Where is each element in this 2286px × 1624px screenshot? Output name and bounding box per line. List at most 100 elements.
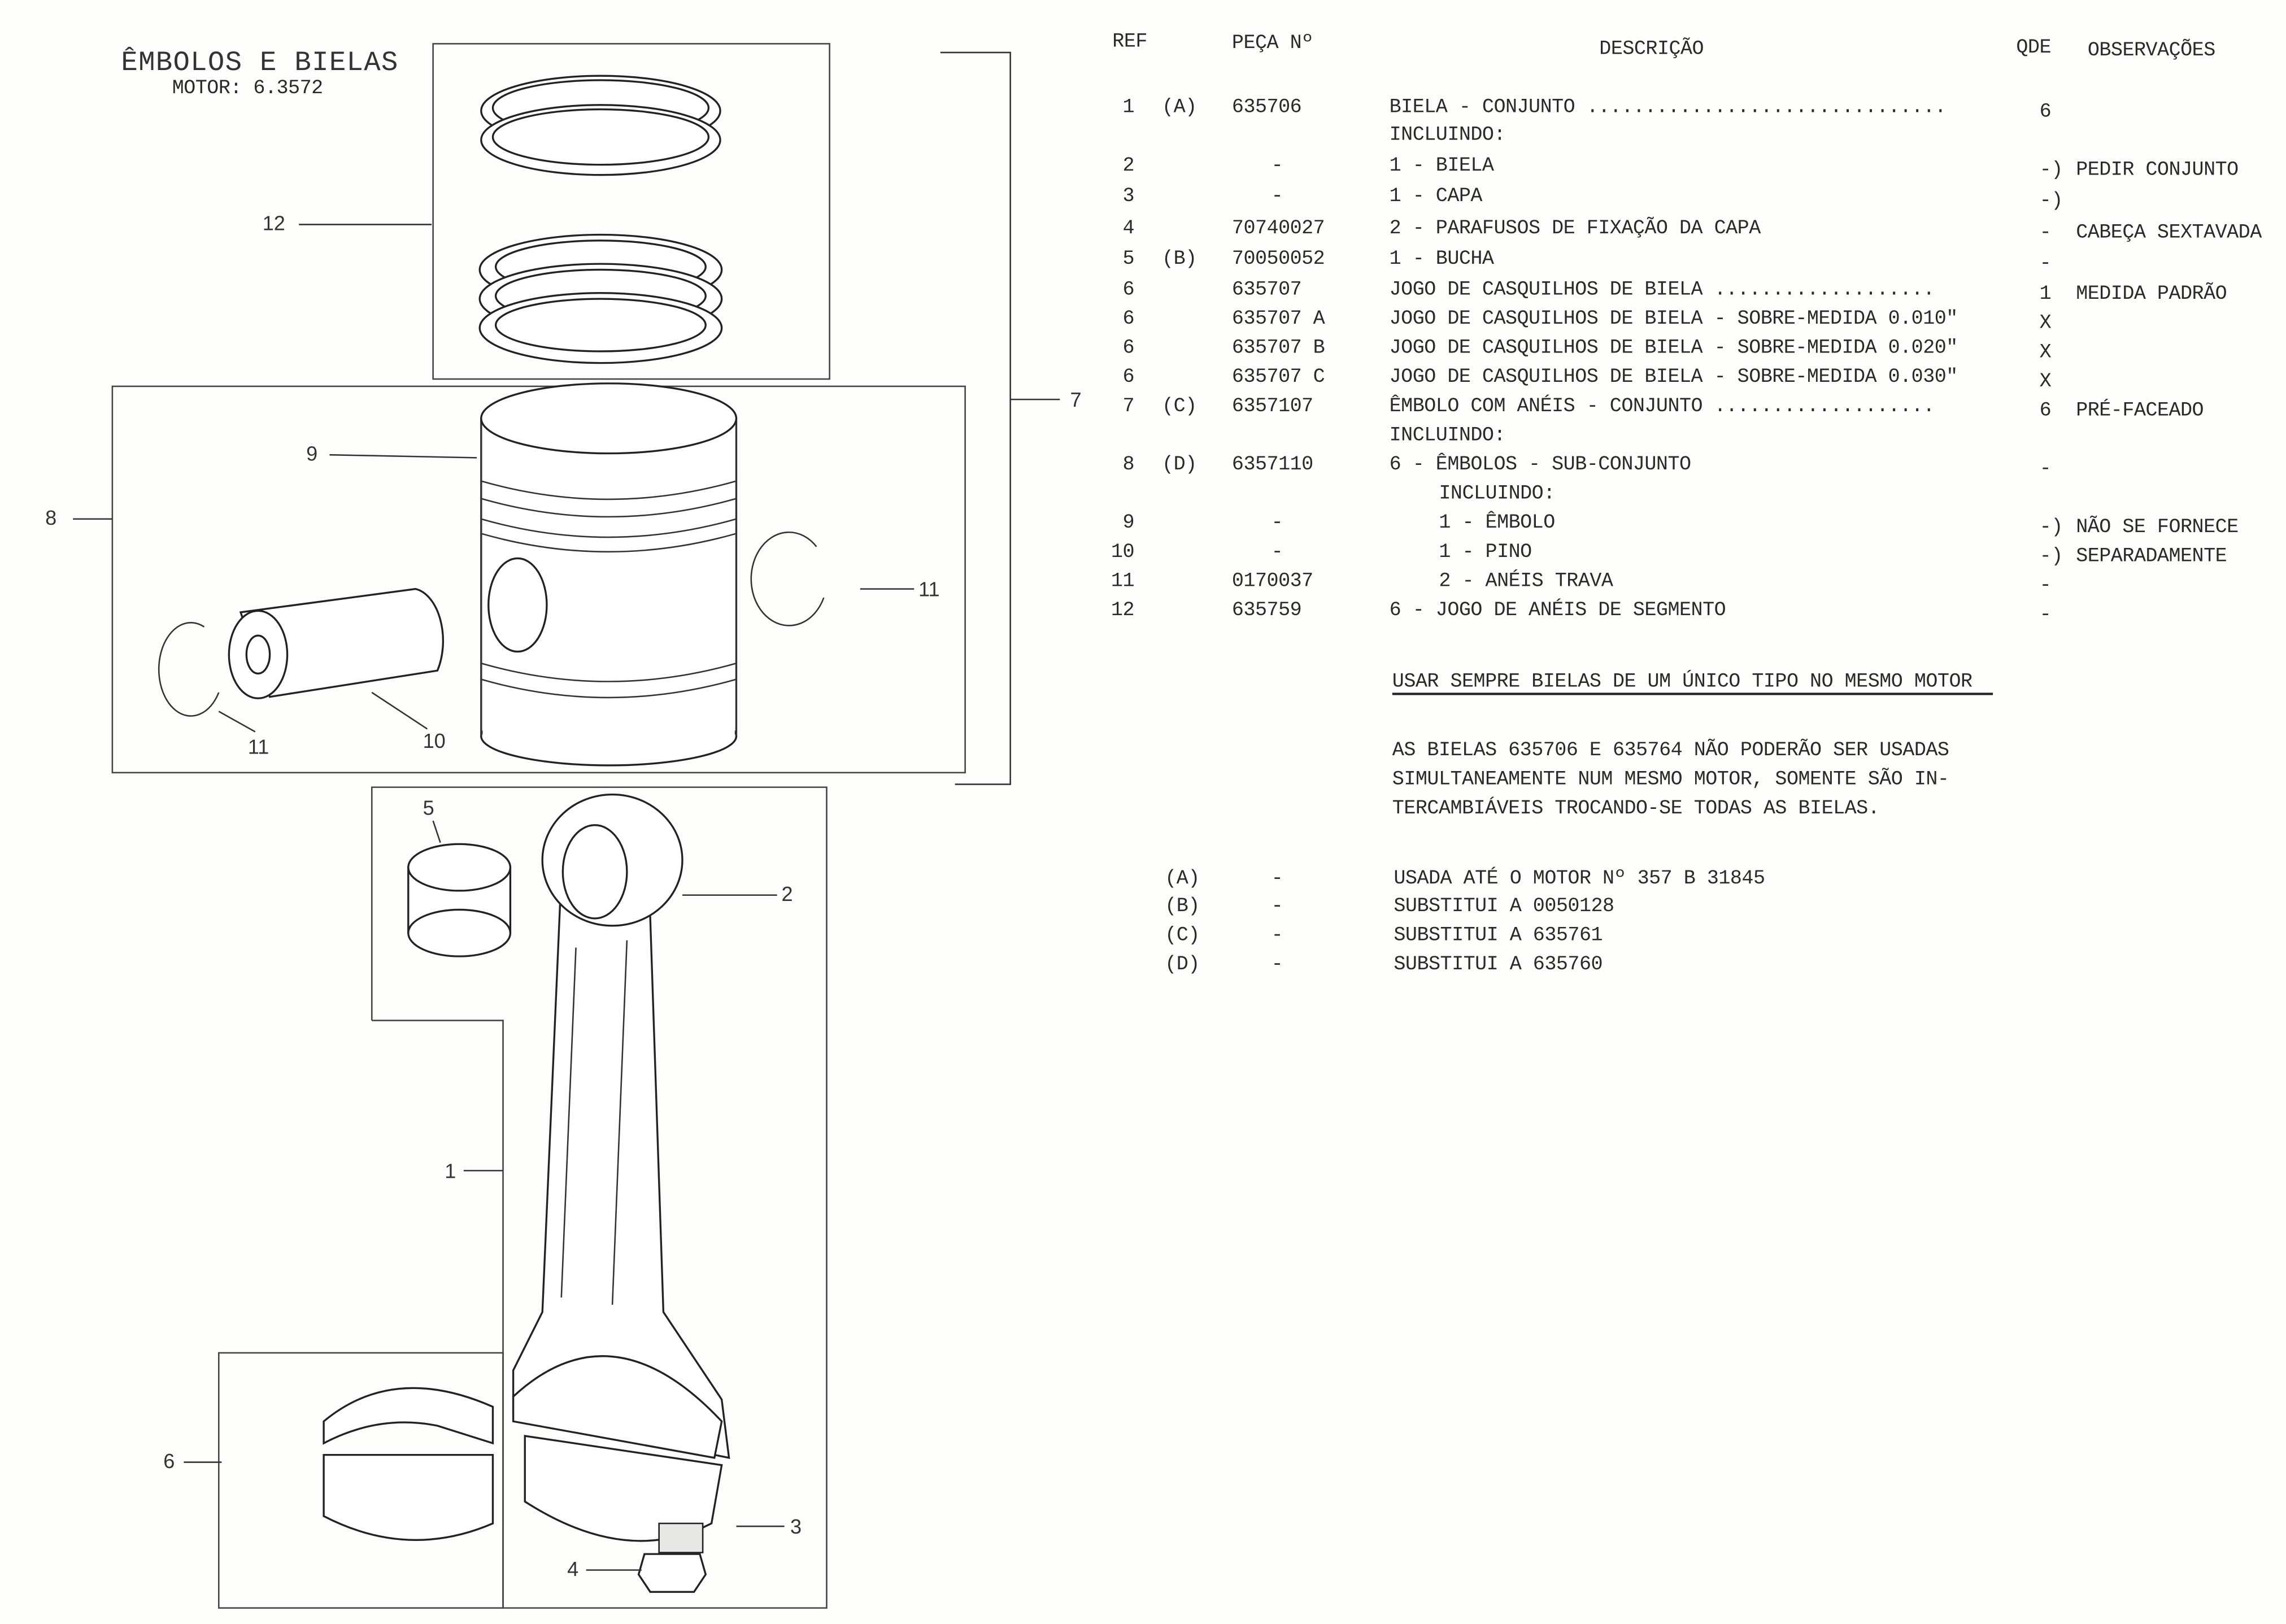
row-quantity: X <box>2040 341 2052 363</box>
bush-drawing <box>407 843 512 957</box>
row-part-number: - <box>1272 541 1283 563</box>
assembly-bracket <box>940 51 1011 785</box>
footnote-dash: - <box>1272 867 1283 890</box>
footnote-key: (D) <box>1165 953 1200 976</box>
row-quantity: -) <box>2040 159 2063 181</box>
table-row: INCLUINDO: <box>1390 124 1506 146</box>
row-description: 1 - BUCHA <box>1390 247 1495 270</box>
note-line-3: TERCAMBIÁVEIS TROCANDO-SE TODAS AS BIELA… <box>1392 796 1879 820</box>
row-part-number: 635706 <box>1232 96 1301 119</box>
table-row: 6 635707 A JOGO DE CASQUILHOS DE BIELA - S… <box>1122 307 2052 334</box>
footnote-text: USADA ATÉ O MOTOR Nº 357 B 31845 <box>1394 867 1765 890</box>
row-description: INCLUINDO: <box>1390 424 1505 446</box>
piston-drawing <box>480 382 738 767</box>
callout-9: 9 <box>306 442 317 465</box>
row-part-number: 635707 A <box>1232 307 1326 330</box>
row-description: 6 - ÊMBOLOS - SUB-CONJUNTO <box>1390 452 1691 476</box>
row-ref: 7 <box>1122 395 1134 417</box>
row-ref: 3 <box>1122 185 1134 207</box>
table-row: INCLUINDO: <box>1390 424 1506 446</box>
note-line-1: AS BIELAS 635706 E 635764 NÃO PODERÃO SE… <box>1392 738 1949 761</box>
retaining-clips-drawing <box>158 531 825 717</box>
callout-2: 2 <box>781 882 793 905</box>
row-observation: MEDIDA PADRÃO <box>2076 282 2227 305</box>
header-ref: REF <box>1112 31 1147 53</box>
footnote-key: (A) <box>1165 867 1200 890</box>
footnote-dash: - <box>1272 924 1283 947</box>
row-quantity: - <box>2040 458 2052 480</box>
callout-6: 6 <box>163 1449 175 1473</box>
callout-5: 5 <box>423 796 434 820</box>
row-part-number: 0170037 <box>1232 569 1313 592</box>
row-description: JOGO DE CASQUILHOS DE BIELA ............… <box>1390 278 1935 301</box>
callout-1: 1 <box>445 1159 456 1182</box>
row-description: 2 - ANÉIS TRAVA <box>1439 569 1613 592</box>
diagram-title: ÊMBOLOS E BIELAS <box>121 46 398 79</box>
connecting-rod-drawing <box>512 793 730 1593</box>
row-quantity: 6 <box>2040 399 2052 422</box>
callout-7: 7 <box>1070 388 1081 411</box>
row-note-key: (A) <box>1162 96 1197 119</box>
header-quantity: QDE <box>2016 36 2051 59</box>
row-ref: 6 <box>1122 307 1134 330</box>
row-ref: 12 <box>1111 599 1134 621</box>
footnote-text: SUBSTITUI A 635760 <box>1394 953 1603 976</box>
row-quantity: X <box>2040 370 2052 393</box>
row-description: 6 - JOGO DE ANÉIS DE SEGMENTO <box>1390 598 1726 621</box>
piston-rings-drawing <box>478 75 723 364</box>
footnote-item: (B)-SUBSTITUI A 0050128 <box>1165 895 1614 917</box>
callout-11-right: 11 <box>918 578 940 601</box>
row-description: JOGO DE CASQUILHOS DE BIELA - SOBRE-MEDI… <box>1390 307 1958 330</box>
row-quantity: 1 <box>2040 282 2052 305</box>
rings-box <box>432 43 830 380</box>
row-quantity: X <box>2040 312 2052 334</box>
piston-pin-drawing <box>228 587 445 699</box>
callout-12: 12 <box>263 212 285 235</box>
row-ref: 6 <box>1122 278 1134 301</box>
row-part-number: 635707 <box>1232 278 1301 301</box>
row-part-number: - <box>1272 185 1283 207</box>
header-description: DESCRIÇÃO <box>1599 37 1704 60</box>
table-row: 10-1 - PINO-)SEPARADAMENTE <box>1111 541 2227 568</box>
row-part-number: - <box>1272 154 1283 177</box>
row-quantity: - <box>2040 252 2052 275</box>
row-part-number: 635759 <box>1232 599 1301 621</box>
engine-model: MOTOR: 6.3572 <box>172 77 323 99</box>
footnote-text: SUBSTITUI A 0050128 <box>1394 895 1614 917</box>
callout-3: 3 <box>790 1515 802 1538</box>
bearing-shells-drawing <box>323 1387 494 1541</box>
row-quantity: -) <box>2040 545 2063 568</box>
footnote-dash: - <box>1272 953 1283 976</box>
row-description: BIELA - CONJUNTO .......................… <box>1390 96 1947 119</box>
row-description: 2 - PARAFUSOS DE FIXAÇÃO DA CAPA <box>1390 216 1762 240</box>
row-note-key: (D) <box>1162 453 1197 476</box>
piston-box <box>111 385 966 774</box>
callout-4: 4 <box>567 1557 578 1581</box>
row-note-key: (C) <box>1162 395 1197 417</box>
row-quantity: - <box>2040 221 2052 244</box>
row-note-key: (B) <box>1162 247 1197 270</box>
header-observations: OBSERVAÇÕES <box>2088 38 2215 62</box>
notes: USAR SEMPRE BIELAS DE UM ÚNICO TIPO NO M… <box>1165 670 1993 976</box>
row-description: 1 - CAPA <box>1390 185 1483 207</box>
bearing-box <box>217 1352 504 1609</box>
row-part-number: 635707 B <box>1232 337 1325 359</box>
row-description: JOGO DE CASQUILHOS DE BIELA - SOBRE-MEDI… <box>1390 337 1958 359</box>
row-ref: 6 <box>1122 365 1134 388</box>
row-observation: PRÉ-FACEADO <box>2076 399 2204 422</box>
row-description: JOGO DE CASQUILHOS DE BIELA - SOBRE-MEDI… <box>1390 365 1958 388</box>
row-description: 1 - BIELA <box>1390 154 1495 177</box>
table-row: 3-1 - CAPA-) <box>1122 185 2063 212</box>
parts-table: REF PEÇA Nº DESCRIÇÃO QDE OBSERVAÇÕES 1(… <box>1111 31 2263 626</box>
table-row: 9-1 - ÊMBOLO-)NÃO SE FORNECE <box>1122 511 2239 538</box>
row-ref: 4 <box>1122 217 1134 240</box>
footnote-item: (D) - SUBSTITUI A 635760 <box>1165 953 1603 976</box>
row-observation: SEPARADAMENTE <box>2076 545 2227 568</box>
footnote-text: SUBSTITUI A 635761 <box>1394 924 1603 947</box>
